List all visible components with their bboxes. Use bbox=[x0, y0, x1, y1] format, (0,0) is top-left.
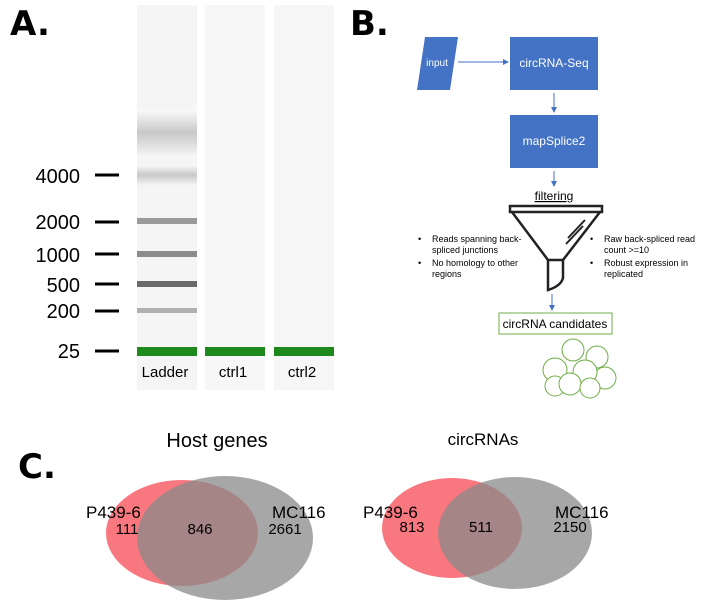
only-b-count: 2661 bbox=[268, 521, 301, 538]
panel-label-c: C. bbox=[18, 447, 56, 487]
venn-circrnas: circRNAs P439-6 MC116 813 511 2150 bbox=[363, 430, 609, 589]
venn-title: circRNAs bbox=[448, 430, 519, 449]
step-label: mapSplice2 bbox=[523, 134, 586, 148]
overlap-count: 511 bbox=[469, 519, 493, 536]
lane-label: ctrl2 bbox=[288, 364, 316, 381]
lane-labels: Ladder ctrl1 ctrl2 bbox=[142, 364, 317, 381]
gel-lanes bbox=[137, 5, 334, 390]
lane-ladder bbox=[137, 5, 197, 390]
input-label: input bbox=[426, 58, 448, 69]
size-markers: 4000 2000 1000 500 200 25 bbox=[36, 166, 81, 363]
criterion: replicated bbox=[604, 269, 643, 279]
marker-band-ctrl1 bbox=[205, 347, 265, 356]
only-a-count: 111 bbox=[116, 521, 139, 538]
criterion: count >=10 bbox=[604, 245, 649, 255]
criterion: Raw back-spliced read bbox=[604, 234, 695, 244]
output-label: circRNA candidates bbox=[503, 317, 608, 331]
set-b-label: MC116 bbox=[272, 503, 326, 522]
lane-ctrl2 bbox=[274, 5, 334, 390]
marker-label: 200 bbox=[47, 301, 80, 323]
band-4000 bbox=[137, 165, 197, 185]
circles-icon bbox=[542, 338, 617, 399]
criterion: spliced junctions bbox=[432, 245, 499, 255]
marker-band-ctrl2 bbox=[274, 347, 334, 356]
criterion: Robust expression in bbox=[604, 258, 688, 268]
svg-text:•: • bbox=[418, 258, 421, 268]
venn-host-genes: Host genes P439-6 MC116 111 846 2661 bbox=[86, 430, 326, 600]
only-b-count: 2150 bbox=[553, 519, 586, 536]
criterion: No homology to other bbox=[432, 258, 518, 268]
step-circrna-seq bbox=[510, 37, 598, 90]
lane-label: Ladder bbox=[142, 364, 189, 381]
band-200 bbox=[137, 308, 197, 313]
criteria-right: • Raw back-spliced read count >=10 • Robus… bbox=[590, 234, 695, 279]
overlap-count: 846 bbox=[187, 521, 212, 538]
lane-label: ctrl1 bbox=[219, 364, 247, 381]
svg-text:•: • bbox=[418, 234, 421, 244]
marker-label: 4000 bbox=[36, 166, 81, 188]
venn-title: Host genes bbox=[166, 430, 267, 452]
panel-label-a: A. bbox=[10, 4, 50, 44]
set-a-label: P439-6 bbox=[86, 503, 141, 522]
set-a-label: P439-6 bbox=[363, 503, 418, 522]
marker-band-ladder bbox=[137, 347, 197, 356]
marker-ticks bbox=[95, 173, 119, 353]
criterion: Reads spanning back- bbox=[432, 234, 522, 244]
svg-text:•: • bbox=[590, 258, 593, 268]
output-box bbox=[498, 312, 613, 335]
marker-label: 1000 bbox=[36, 245, 81, 267]
band-2000 bbox=[137, 218, 197, 224]
input-shape bbox=[417, 37, 458, 90]
filter-title: filtering bbox=[535, 189, 574, 203]
ladder-smear bbox=[137, 110, 197, 155]
band-1000 bbox=[137, 251, 197, 257]
svg-text:•: • bbox=[590, 234, 593, 244]
marker-label: 500 bbox=[47, 275, 80, 297]
criterion: regions bbox=[432, 269, 462, 279]
marker-label: 2000 bbox=[36, 212, 81, 234]
criteria-left: •Reads spanning back- spliced junctions … bbox=[418, 234, 522, 279]
band-500 bbox=[137, 281, 197, 287]
lane-ctrl1 bbox=[205, 5, 265, 390]
marker-label: 25 bbox=[58, 341, 80, 363]
panel-label-b: B. bbox=[350, 4, 389, 44]
step-mapsplice2 bbox=[510, 115, 598, 168]
only-a-count: 813 bbox=[399, 519, 424, 536]
funnel-icon bbox=[508, 204, 604, 292]
venn-circle-b bbox=[438, 477, 592, 589]
step-label: circRNA-Seq bbox=[519, 56, 588, 70]
set-b-label: MC116 bbox=[555, 503, 609, 522]
venn-circle-b bbox=[137, 476, 313, 600]
